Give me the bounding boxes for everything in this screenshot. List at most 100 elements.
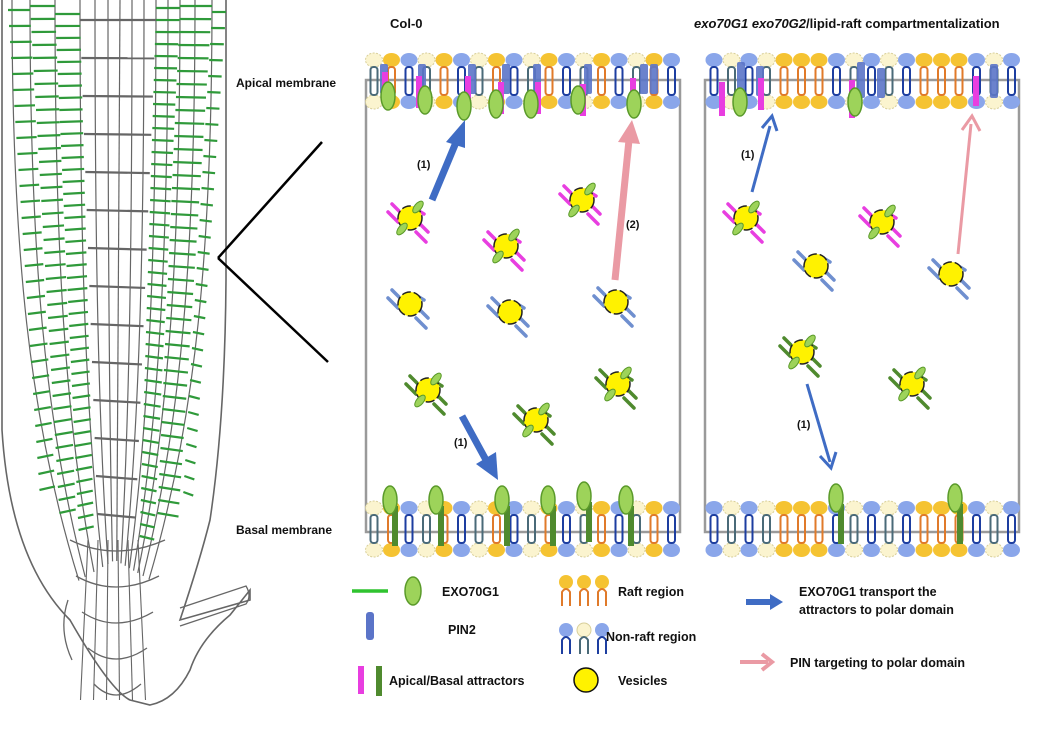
membranes (365, 52, 1020, 558)
raft-lipid (593, 501, 610, 557)
nonraft-lipid (610, 53, 628, 109)
mutant-cell-panel (703, 78, 1021, 534)
cell-cross-wall (175, 95, 207, 99)
cell-cross-wall (170, 225, 198, 230)
legend-vesicle-icon (573, 667, 599, 693)
vesicle-exo70g1 (522, 424, 534, 438)
cell-cross-wall (73, 430, 92, 436)
raft-lipid (775, 53, 793, 109)
vesicle-exo70g1 (804, 334, 816, 348)
cell-cross-wall (40, 185, 63, 190)
cell-cross-wall (46, 288, 67, 294)
cell-file-wall (148, 0, 213, 580)
cell-cross-wall (97, 512, 136, 519)
cell-cross-wall (15, 120, 36, 124)
cell-cross-wall (148, 246, 169, 251)
cell-cross-wall (161, 420, 185, 427)
connector-line-top (217, 141, 323, 259)
mutant-exo70-down-arrow (805, 383, 838, 471)
cell-cross-wall (23, 247, 43, 252)
cell-cross-wall (49, 340, 69, 346)
columella-tier (69, 539, 166, 552)
basal-attractor (838, 504, 844, 544)
cell-cross-wall (63, 203, 86, 208)
cell-cross-wall (168, 264, 195, 269)
vesicle-cargo (414, 230, 428, 244)
cell-cross-wall (78, 525, 94, 532)
cell-cross-wall (63, 191, 85, 196)
cell-cross-wall (83, 132, 152, 136)
cell-cross-wall (160, 433, 184, 440)
cell-cross-wall (13, 88, 35, 92)
cell-cross-wall (194, 298, 207, 304)
cell-cross-wall (91, 360, 143, 366)
cell-cross-wall (190, 362, 203, 368)
legend-apical-attractor-icon (358, 666, 364, 694)
cell-cross-wall (174, 134, 204, 139)
cell-cross-wall (67, 287, 88, 292)
cell-cross-wall (189, 378, 202, 384)
vesicle-cargo (858, 214, 872, 228)
cell-cross-wall (164, 342, 190, 348)
connector-line-bottom (217, 257, 329, 363)
legend-exo70g1-label: EXO70G1 (442, 585, 499, 599)
cell-cross-wall (39, 172, 62, 177)
cell-cross-wall (173, 160, 202, 165)
vesicle-cargo (512, 412, 526, 426)
nonraft-lipid (470, 52, 488, 110)
cell-cross-wall (19, 183, 40, 188)
vesicle-exo70g1 (604, 388, 616, 402)
nonraft-lipid (880, 500, 898, 558)
vesicle-cargo (792, 258, 806, 272)
exo70g1-protein (428, 485, 444, 515)
raft-lipid (810, 53, 828, 109)
cell-cross-wall (142, 450, 159, 457)
cell-cross-wall (162, 394, 187, 400)
cell-cross-wall (75, 453, 93, 460)
raft-lipid (933, 501, 950, 557)
cell-cross-wall (37, 453, 54, 460)
cell-cross-wall (171, 199, 200, 204)
root-outline (1, 0, 251, 706)
pin2-protein (650, 64, 658, 94)
cell-cross-wall (59, 120, 83, 124)
vesicle-cargo (888, 376, 902, 390)
cell-cross-wall (69, 334, 89, 340)
cell-cross-wall (150, 174, 172, 179)
cell-file-wall (124, 0, 145, 566)
raft-lipid (810, 501, 828, 557)
vesicle-cargo (722, 210, 736, 224)
cell-cross-wall (77, 513, 94, 520)
vesicle-exo70g1 (492, 250, 504, 264)
cell-cross-wall (57, 482, 75, 489)
vesicle-cargo (386, 210, 400, 224)
apical-attractor (758, 78, 764, 110)
vesicle-cargo (404, 382, 418, 396)
vesicle-cargo (386, 296, 400, 310)
nonraft-lipid (722, 500, 741, 558)
cell-cross-wall (68, 298, 88, 304)
vesicle (722, 200, 766, 244)
cell-cross-wall (159, 459, 183, 466)
cell-cross-wall (192, 330, 205, 336)
cell-cross-wall (51, 379, 71, 385)
cell-cross-wall (66, 275, 88, 280)
col0-exo70-up-arrow (428, 120, 465, 202)
root-cap-left (63, 599, 73, 661)
vesicle-membrane (938, 261, 964, 287)
cell-cross-wall (204, 138, 218, 143)
cell-cross-wall (191, 346, 204, 352)
mutant-title-italic: exo70G1 exo70G2 (694, 16, 807, 31)
cell-cross-wall (165, 329, 191, 335)
columella-tier (87, 647, 148, 660)
cell-cross-wall (90, 322, 144, 328)
cell-cross-wall (202, 170, 216, 175)
cell-cross-wall (73, 418, 92, 424)
legend-raft-label: Raft region (618, 585, 684, 599)
cell-cross-wall (82, 94, 153, 98)
exo70g1-protein (523, 89, 539, 119)
legend-pink-arrow-label: PIN targeting to polar domain (790, 656, 965, 670)
vesicle (482, 228, 526, 272)
cell-cross-wall (207, 90, 221, 94)
